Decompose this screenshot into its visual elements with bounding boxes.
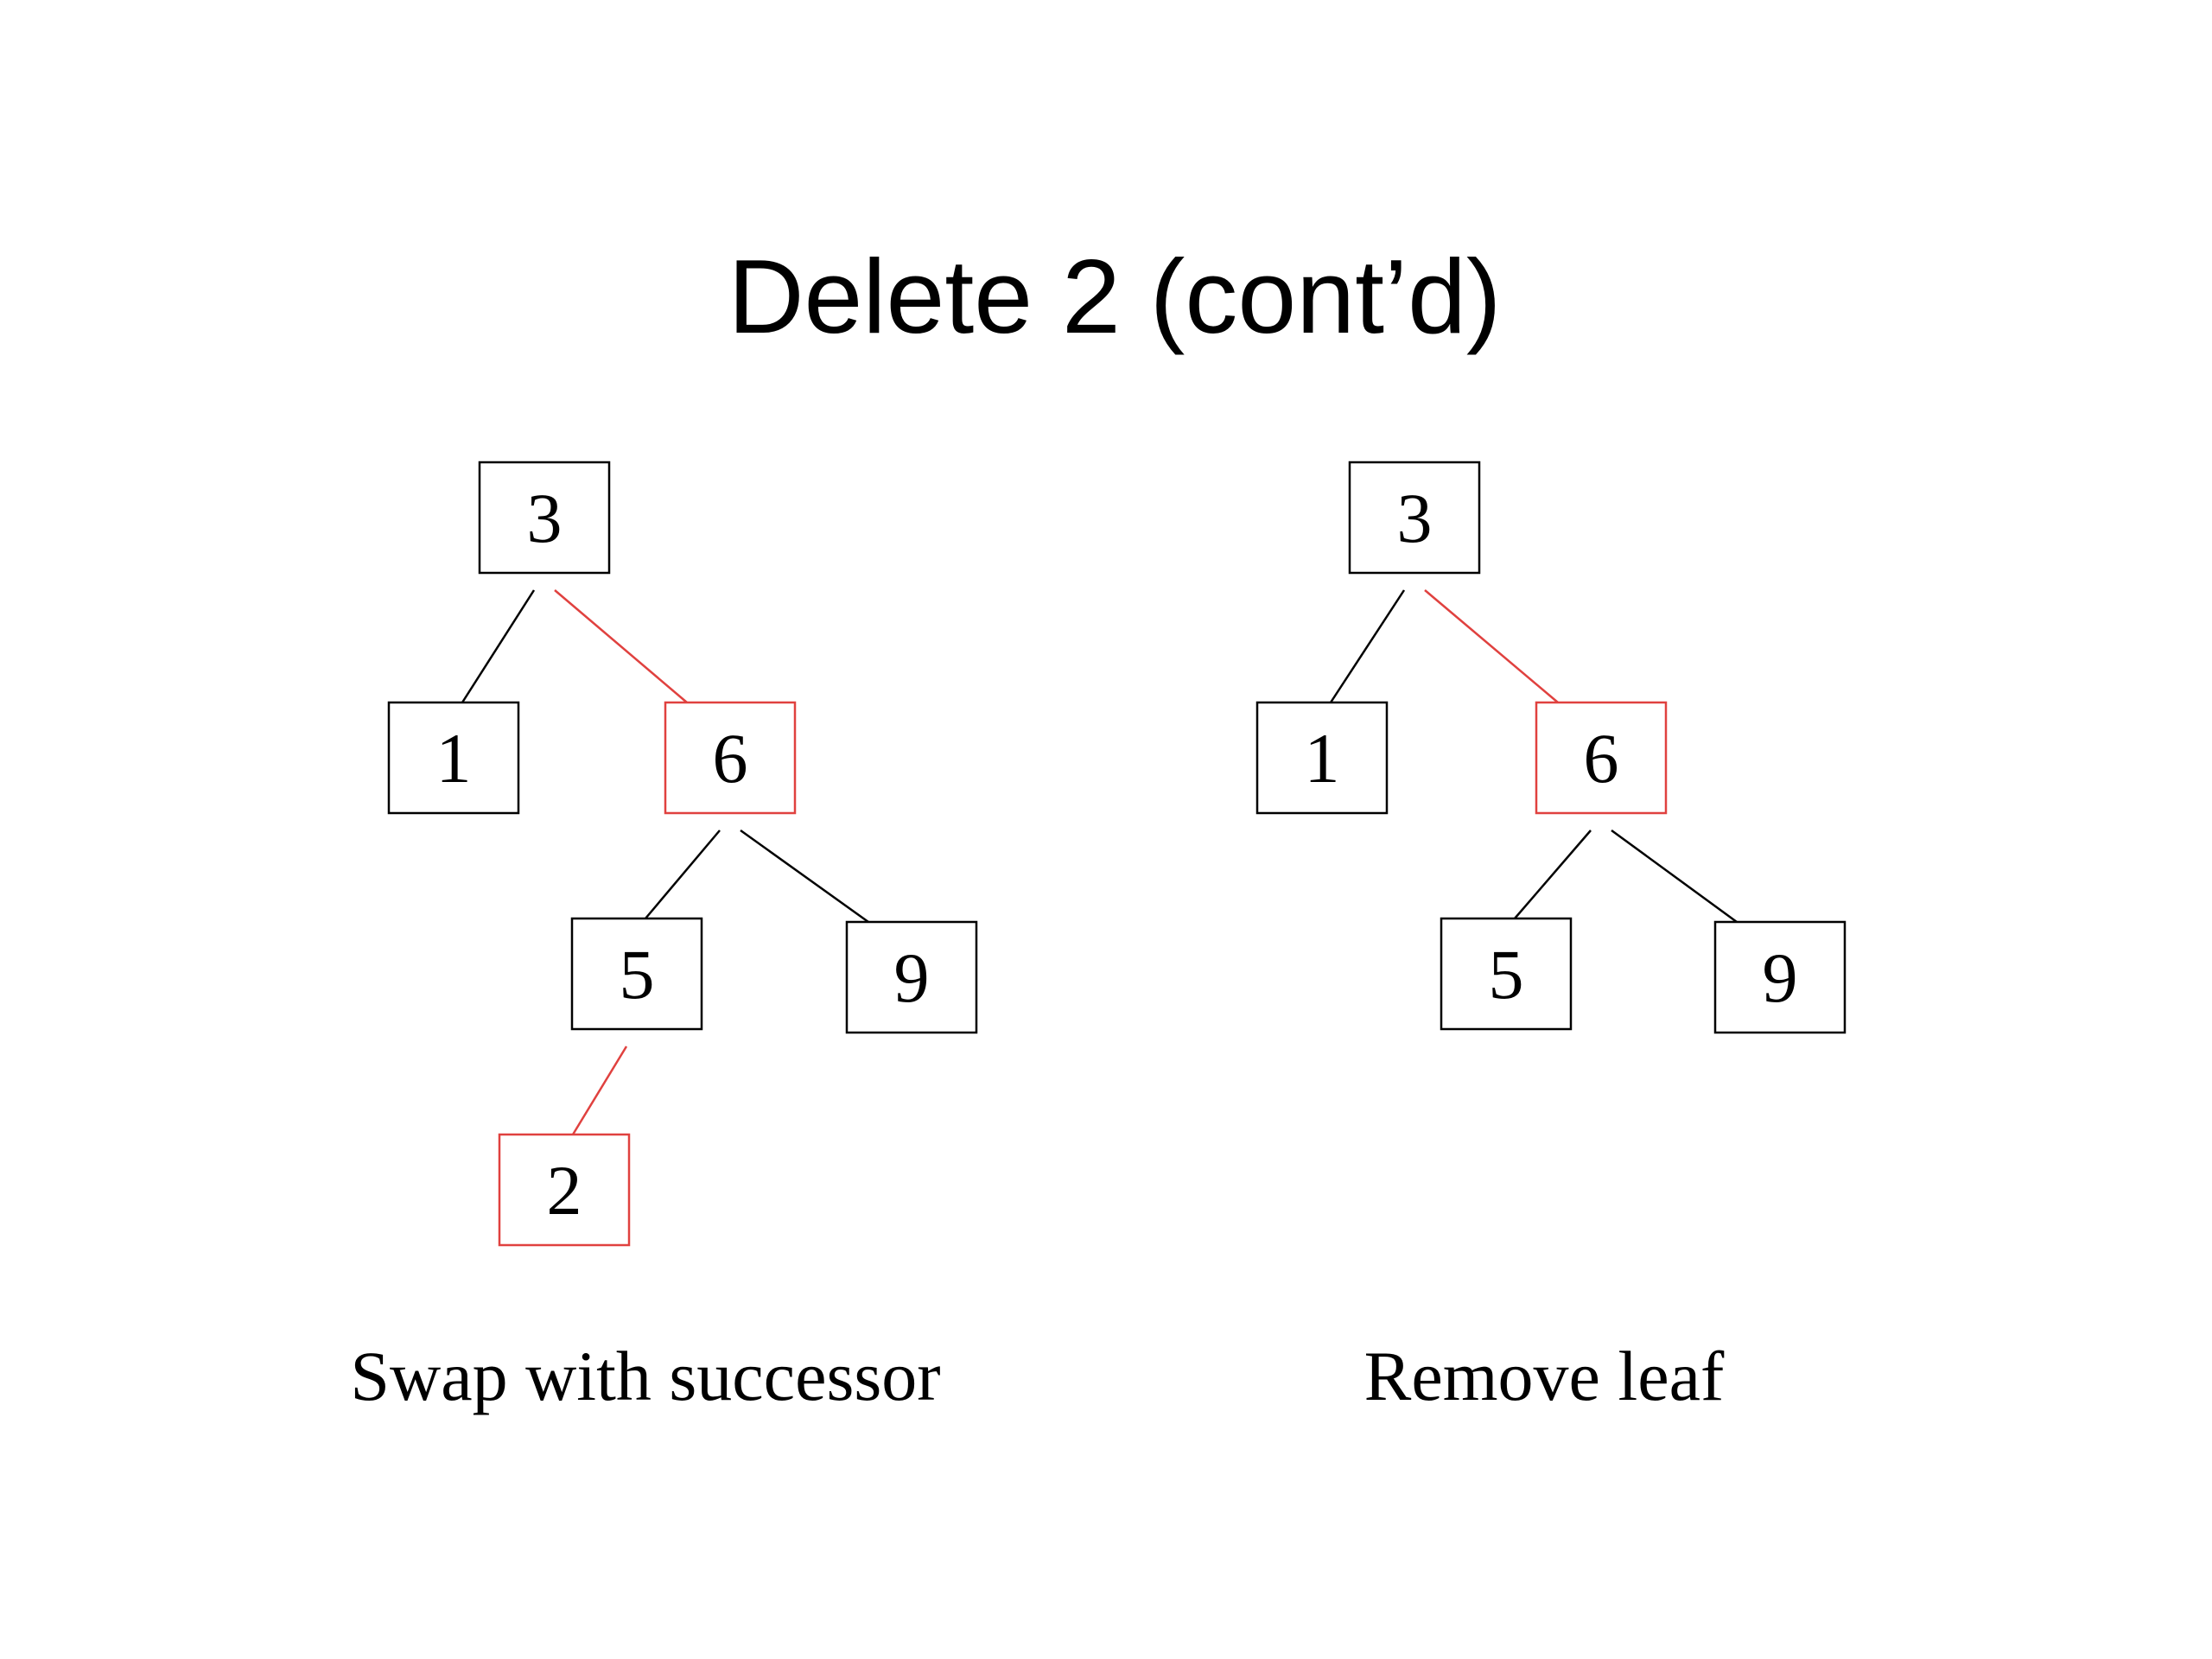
tree-edge <box>1514 830 1592 919</box>
slide-title: Delete 2 (cont’d) <box>728 238 1501 355</box>
tree-edge <box>1424 589 1559 703</box>
node-box <box>1713 920 1847 1034</box>
tree-edge <box>571 1046 628 1135</box>
tree-node: 9 <box>845 920 978 1034</box>
node-box <box>570 917 703 1031</box>
tree-node: 3 <box>478 461 611 575</box>
node-box <box>1440 917 1573 1031</box>
node-box <box>664 701 797 815</box>
tree-edge <box>461 589 536 703</box>
tree-node: 9 <box>1713 920 1847 1034</box>
tree-node: 1 <box>1255 701 1389 815</box>
node-label: 6 <box>1584 719 1619 798</box>
tree-node: 6 <box>1535 701 1668 815</box>
tree-node: 2 <box>498 1133 631 1247</box>
node-label: 5 <box>620 935 655 1014</box>
node-label: 2 <box>547 1151 582 1230</box>
node-label: 1 <box>1305 719 1340 798</box>
node-box <box>845 920 978 1034</box>
panel-caption: Remove leaf <box>1364 1337 1725 1415</box>
node-label: 1 <box>436 719 472 798</box>
node-label: 9 <box>894 938 930 1017</box>
tree-edge <box>1611 829 1738 924</box>
node-box <box>1255 701 1389 815</box>
tree-edge <box>554 589 688 703</box>
node-box <box>478 461 611 575</box>
tree-edge <box>1329 589 1406 703</box>
node-label: 6 <box>713 719 748 798</box>
tree-edge <box>740 829 869 924</box>
node-box <box>498 1133 631 1247</box>
node-box <box>387 701 520 815</box>
tree-node: 1 <box>387 701 520 815</box>
node-box <box>1348 461 1481 575</box>
node-label: 3 <box>527 479 563 557</box>
tree-node: 3 <box>1348 461 1481 575</box>
tree-edge <box>645 830 721 919</box>
tree-node: 5 <box>570 917 703 1031</box>
panel-caption: Swap with successor <box>350 1337 940 1415</box>
tree-node: 5 <box>1440 917 1573 1031</box>
tree-node: 6 <box>664 701 797 815</box>
node-label: 9 <box>1763 938 1798 1017</box>
node-label: 5 <box>1489 935 1524 1014</box>
node-box <box>1535 701 1668 815</box>
node-label: 3 <box>1397 479 1433 557</box>
